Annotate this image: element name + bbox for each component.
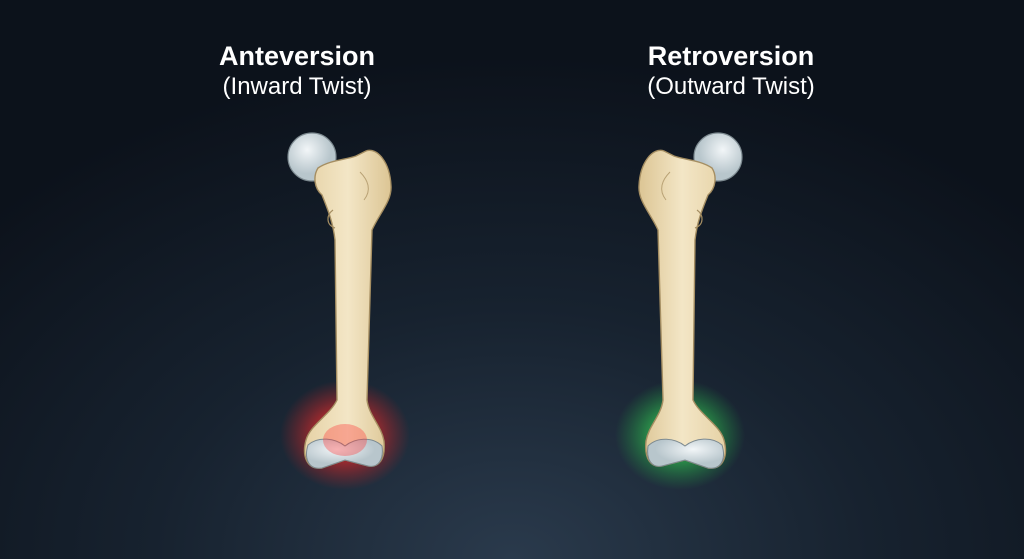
anteversion-title: Anteversion: [218, 41, 376, 71]
retroversion-subtitle: (Outward Twist): [647, 73, 815, 100]
retroversion-title: Retroversion: [647, 41, 815, 71]
retroversion-label: Retroversion (Outward Twist): [581, 40, 881, 102]
anteversion-subtitle: (Inward Twist): [222, 73, 372, 100]
anteversion-label: Anteversion (Inward Twist): [147, 40, 447, 102]
